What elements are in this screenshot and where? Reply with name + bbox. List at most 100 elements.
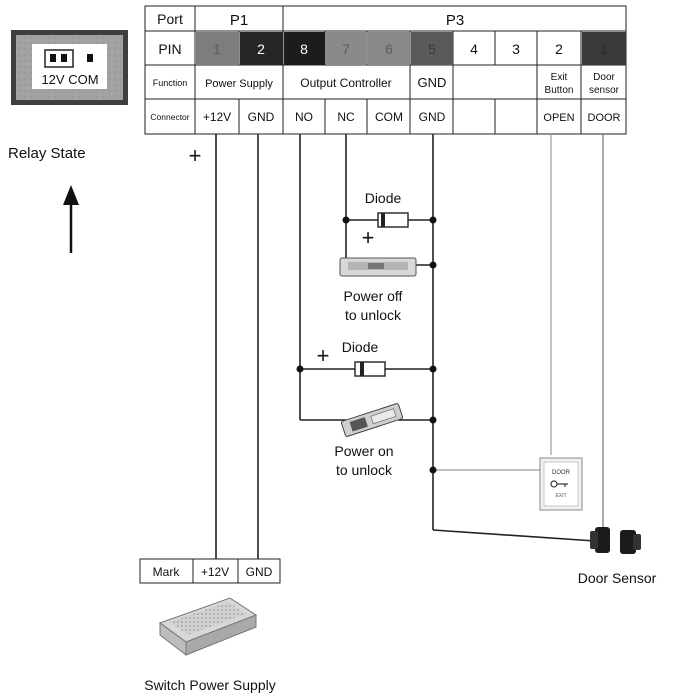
function-button: Button — [545, 85, 574, 96]
key-icon — [550, 480, 568, 488]
pin-cell-p1-2 — [240, 32, 283, 65]
faint-wires — [433, 134, 552, 471]
function-door: Door — [593, 72, 615, 83]
junction-dot — [429, 365, 437, 373]
sensor-part-a — [595, 527, 610, 553]
plus-sign: + — [362, 225, 375, 250]
pin-label: 1 — [600, 41, 608, 57]
terminal-mark: Mark — [153, 565, 181, 579]
connector-label: COM — [375, 110, 403, 124]
function-sensor: sensor — [589, 85, 620, 96]
door-sensor-label: Door Sensor — [578, 570, 657, 586]
lock-caption-line: Power off — [344, 288, 403, 304]
diode-label: Diode — [365, 190, 402, 206]
sensor-cap-a — [590, 531, 598, 549]
junction-dot — [342, 216, 350, 224]
switch-power-supply-icon — [158, 597, 258, 657]
junction-dot — [429, 466, 437, 474]
diode-label: Diode — [342, 339, 379, 355]
diode-body — [354, 361, 386, 377]
pin-cell-p1-1 — [196, 32, 239, 65]
exit-button-icon: DOOR EXIT — [539, 457, 583, 511]
electric-strike-power-on-icon — [341, 403, 403, 437]
pin-cell-p3-7 — [326, 32, 367, 65]
wires — [215, 134, 604, 560]
pin-label: 3 — [512, 41, 520, 57]
exit-button-text: DOOR — [552, 470, 571, 476]
power-supply-terminal-text: Mark +12V GND — [153, 565, 273, 579]
row-label-function: Function — [153, 78, 188, 88]
sensor-part-b — [620, 530, 636, 554]
row-label-port: Port — [157, 11, 183, 27]
pin-cell-p3-1 — [582, 32, 626, 65]
pin-label: 2 — [257, 41, 265, 57]
terminal-12v: +12V — [201, 565, 229, 579]
jumper-pin — [50, 54, 56, 62]
port-p1: P1 — [230, 12, 248, 29]
junction-dot — [429, 216, 437, 224]
relay-label: 12V COM — [41, 72, 98, 87]
junctions — [296, 216, 437, 474]
function-power-supply: Power Supply — [205, 78, 273, 90]
pin-label: 2 — [555, 41, 563, 57]
connector-label: GND — [419, 110, 446, 124]
sensor-cap-b — [633, 534, 641, 550]
lock-bolt — [368, 263, 384, 269]
connector-label: OPEN — [543, 112, 574, 124]
pin-label: 4 — [470, 41, 478, 57]
pin-table — [144, 5, 627, 135]
junction-dot — [296, 365, 304, 373]
strike-plate — [370, 408, 397, 425]
up-arrow-icon — [63, 185, 79, 253]
diode-body — [377, 212, 409, 228]
terminal-strip — [139, 558, 281, 584]
power-supply-label: Switch Power Supply — [144, 677, 276, 693]
row-label-connector: Connector — [150, 112, 189, 122]
pin-label: 5 — [428, 41, 436, 57]
jumper-pin — [87, 54, 93, 62]
jumper-pin — [61, 54, 67, 62]
connector-label: DOOR — [588, 112, 621, 124]
plus-sign: + — [317, 343, 330, 368]
lock-caption-line: Power on — [334, 443, 393, 459]
function-exit: Exit — [551, 72, 568, 83]
pin-label: 8 — [300, 41, 308, 57]
diode-2: Diode — [342, 339, 386, 377]
jumper-block — [44, 49, 74, 68]
function-gnd: GND — [418, 75, 447, 90]
function-output-controller: Output Controller — [300, 76, 391, 90]
diode-1: Diode — [365, 190, 409, 228]
exit-button-text: EXIT — [555, 493, 566, 499]
connector-label: GND — [248, 110, 275, 124]
pin-label: 6 — [385, 41, 393, 57]
connector-label: NC — [337, 110, 355, 124]
pin-label: 1 — [213, 41, 221, 57]
pin-colors — [196, 32, 626, 65]
row-label-pin: PIN — [158, 41, 181, 57]
port-p3: P3 — [446, 12, 464, 29]
lock-caption-line: to unlock — [336, 462, 393, 478]
relay-jumper: 12V COM — [11, 30, 128, 105]
table-text: Port PIN Function Connector P1 P3 1 2 8 … — [150, 11, 620, 124]
pin-cell-p3-8 — [284, 32, 325, 65]
wire-door-sensor — [432, 529, 596, 542]
diode-band — [381, 213, 385, 227]
plus-signs: + + + — [189, 143, 375, 368]
strike-core — [349, 417, 368, 432]
connector-label: +12V — [203, 110, 231, 124]
pin-label: 7 — [342, 41, 350, 57]
relay-state-caption: Relay State — [8, 145, 86, 162]
lock-caption-line: to unlock — [345, 307, 402, 323]
junction-dot — [429, 416, 437, 424]
diode-band — [360, 362, 364, 376]
terminal-gnd: GND — [246, 565, 273, 579]
pin-cell-p3-6 — [368, 32, 410, 65]
pin-cell-p3-5 — [411, 32, 453, 65]
plus-sign: + — [189, 143, 202, 168]
door-sensor-icon — [590, 527, 641, 554]
power-supply-terminals — [139, 558, 281, 584]
junction-dot — [429, 261, 437, 269]
electric-lock-power-off-icon: Power off to unlock — [339, 257, 417, 323]
connector-label: NO — [295, 110, 313, 124]
